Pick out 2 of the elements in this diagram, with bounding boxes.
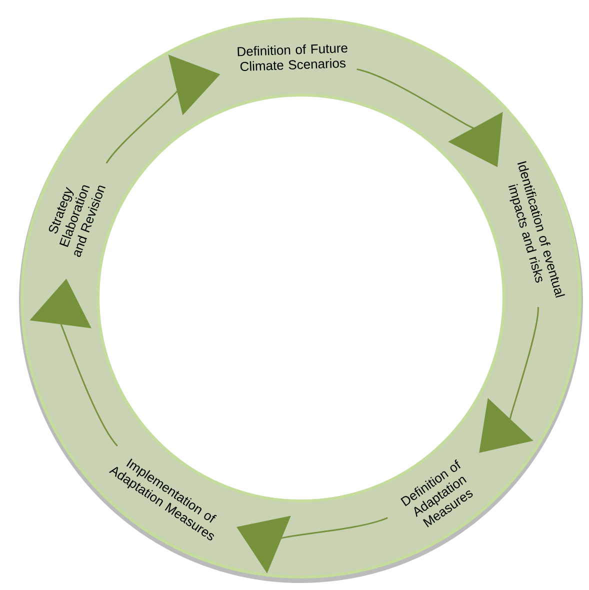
arrow [479,307,539,453]
stage-label: Definition of Future Climate Scenarios [238,44,348,72]
